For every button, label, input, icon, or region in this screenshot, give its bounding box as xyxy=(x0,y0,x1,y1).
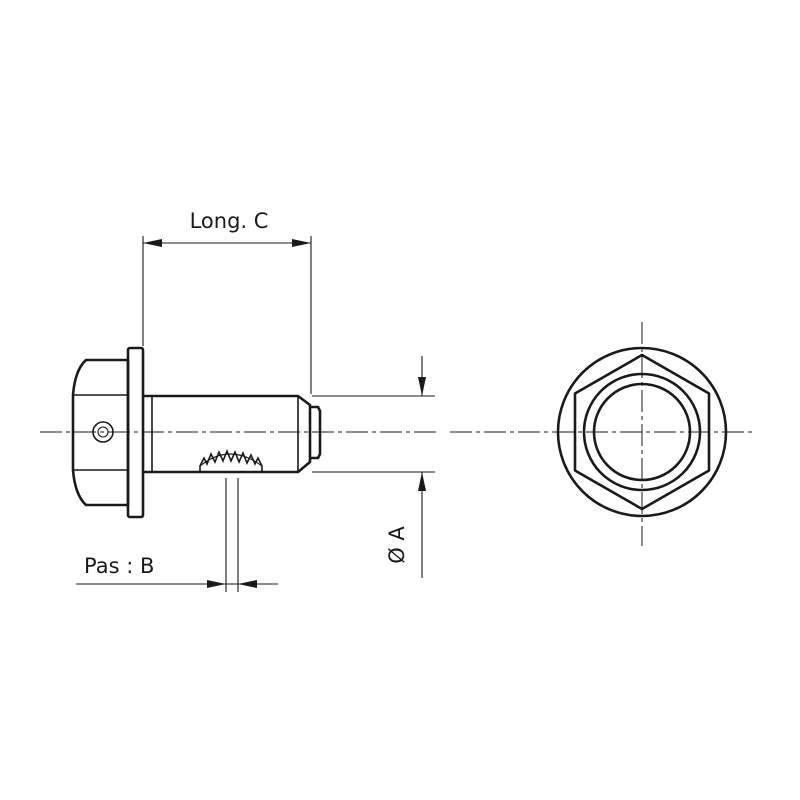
shank-outline-outer xyxy=(582,372,702,492)
pitch-arrow-left xyxy=(207,580,226,588)
diameter-label: Ø A xyxy=(385,526,409,564)
bolt-end-view xyxy=(450,322,755,546)
head-hole-inner xyxy=(97,426,109,438)
hex-outline xyxy=(573,353,711,511)
shank-outline-inner xyxy=(592,382,692,482)
pilot-tip xyxy=(310,405,322,460)
pitch-label: Pas : B xyxy=(84,554,154,578)
thread-profile xyxy=(199,448,263,471)
flange-outline xyxy=(556,346,728,518)
pitch-arrow-right xyxy=(238,580,257,588)
length-dimension: Long. C xyxy=(142,209,312,394)
diameter-dimension: Ø A xyxy=(312,356,435,578)
flange xyxy=(126,346,145,519)
head-hole-outer xyxy=(92,421,114,443)
bolt-side-view xyxy=(40,346,440,519)
diameter-arrow-bottom xyxy=(418,472,426,491)
length-arrow-right xyxy=(292,239,311,247)
shank xyxy=(143,394,312,474)
pitch-dimension: Pas : B xyxy=(76,478,278,592)
thread-crest-line xyxy=(199,453,263,467)
length-arrow-left xyxy=(143,239,162,247)
diameter-arrow-top xyxy=(418,377,426,396)
length-label: Long. C xyxy=(190,209,269,233)
